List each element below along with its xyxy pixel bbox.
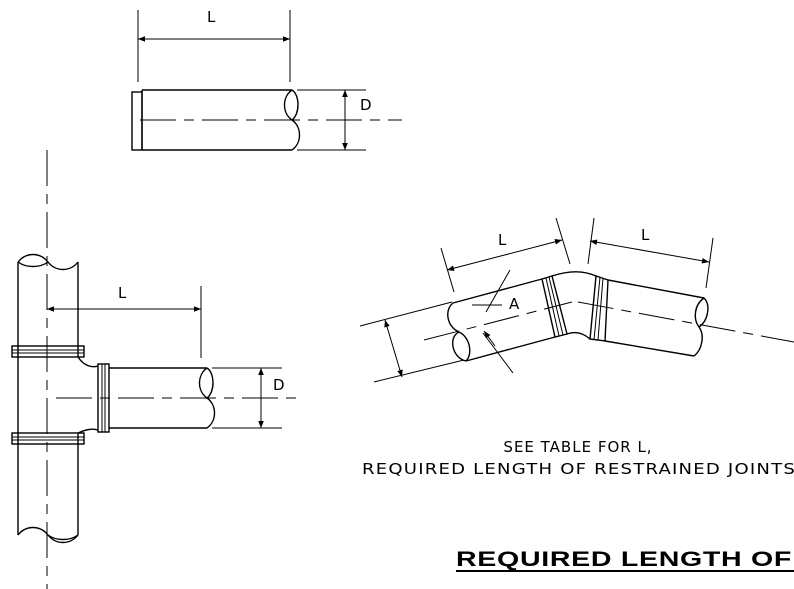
- tee-detail: [11, 150, 300, 589]
- note-line-2: REQUIRED LENGTH OF RESTRAINED JOINTS: [362, 460, 794, 478]
- tee-length-label: L: [118, 284, 127, 302]
- drawing-title: REQUIRED LENGTH OF: [456, 548, 792, 571]
- bend-right-length-label: L: [641, 226, 650, 244]
- bend-left-length-label: L: [498, 231, 507, 249]
- bend-detail: [359, 217, 794, 383]
- top-diameter-label: D: [360, 96, 373, 114]
- straight-pipe-detail: [131, 10, 402, 151]
- tee-diameter-label: D: [273, 376, 286, 394]
- bend-angle-label: A: [509, 295, 520, 313]
- top-length-label: L: [207, 8, 216, 26]
- note-line-1: SEE TABLE FOR L,: [503, 438, 652, 456]
